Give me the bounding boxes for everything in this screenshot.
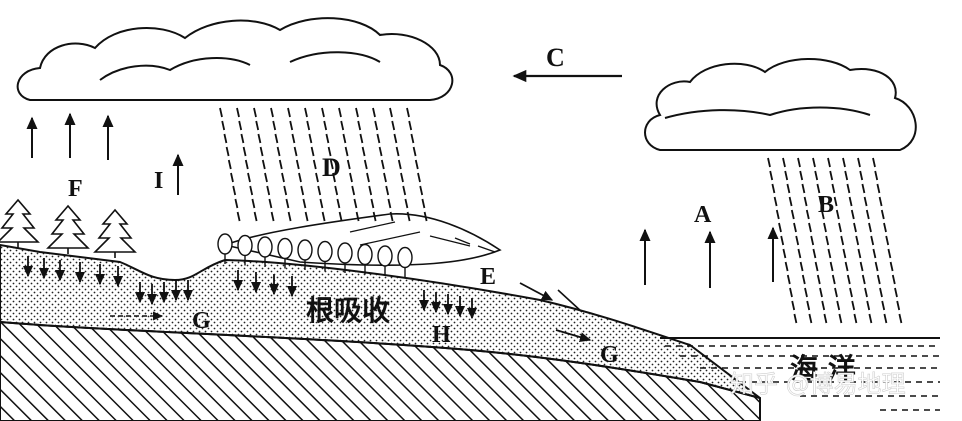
transpiration-arrows-F <box>26 112 114 160</box>
conifer-tree <box>93 208 137 258</box>
label-D: D <box>322 153 341 182</box>
broadleaf-tree <box>297 239 313 270</box>
conifer-tree <box>46 204 90 254</box>
broadleaf-tree <box>257 236 273 267</box>
evaporation-arrows-A <box>639 226 779 288</box>
ocean-label: 海 洋 <box>790 352 856 385</box>
soil-layer <box>0 243 761 399</box>
ocean-cloud <box>644 58 917 151</box>
root-absorption-label: 根吸收 <box>306 294 390 327</box>
label-G-right: G <box>600 342 619 368</box>
label-E: E <box>480 264 496 290</box>
broadleaf-tree <box>277 237 293 269</box>
broadleaf-trees <box>217 233 413 278</box>
label-G-left: G <box>192 308 211 334</box>
conifer-tree <box>0 198 40 248</box>
groundwater-flow-arrow-right <box>555 329 592 342</box>
ocean-precipitation <box>767 157 903 324</box>
watermark: 知乎 @博易地理 <box>730 370 906 398</box>
infiltration-arrows <box>22 256 478 320</box>
surface-runoff-arrows-E <box>519 282 583 313</box>
broadleaf-tree <box>377 245 393 276</box>
broadleaf-tree <box>337 242 353 273</box>
label-F: F <box>68 176 83 202</box>
label-B: B <box>818 192 834 218</box>
broadleaf-tree <box>317 240 333 272</box>
label-A: A <box>694 202 712 228</box>
label-H: H <box>432 322 451 348</box>
ocean <box>660 337 940 411</box>
broadleaf-tree <box>397 246 413 278</box>
conifer-trees <box>0 198 137 258</box>
land-precipitation <box>219 107 428 222</box>
broadleaf-tree <box>217 233 233 264</box>
label-I: I <box>154 168 163 194</box>
label-C: C <box>546 43 565 72</box>
broadleaf-tree <box>357 243 373 275</box>
broadleaf-tree <box>237 234 253 266</box>
